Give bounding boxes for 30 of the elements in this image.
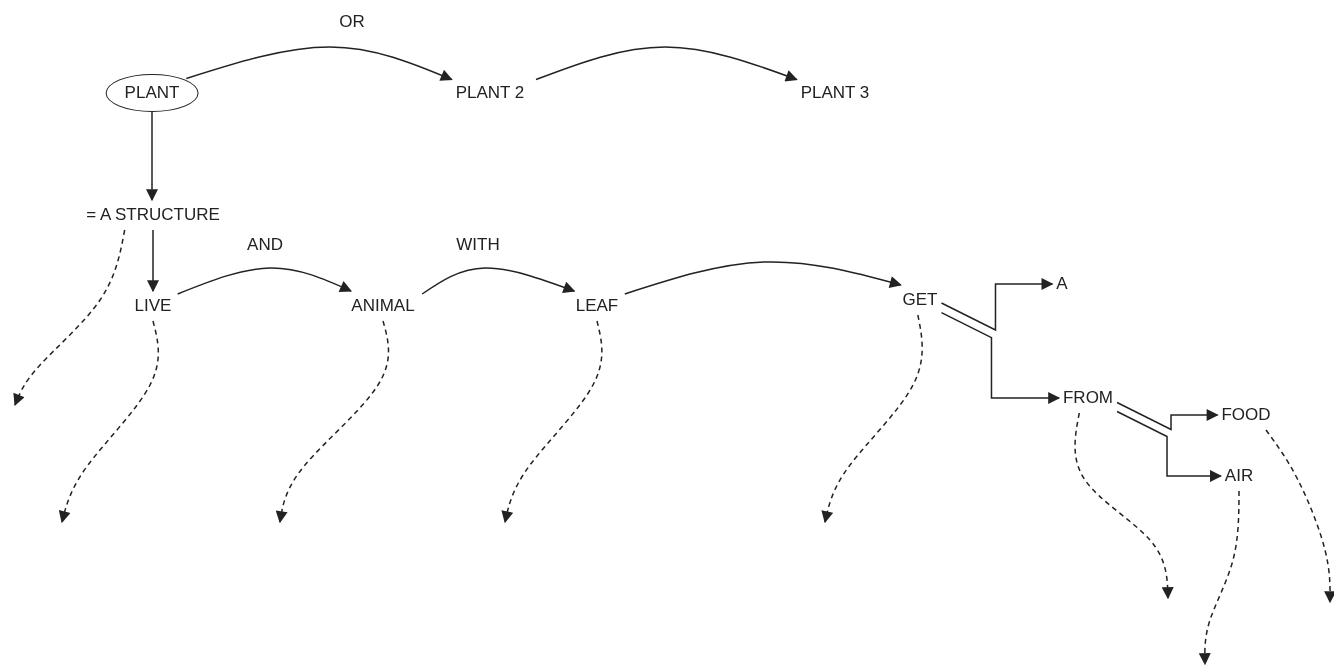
concept-text: A [1052,269,1072,299]
arrow [535,46,798,82]
concept-text: FOOD [1217,400,1275,430]
concept-text: AIR [1220,461,1258,491]
arrow [146,111,158,202]
dashed-arrow [275,320,390,524]
arrow [940,278,1054,332]
concept-text: PLANT 3 [796,78,874,108]
concept-text: = A STRUCTURE [82,200,224,230]
arrow [421,267,576,295]
arrow [624,261,902,295]
arrow [176,267,352,295]
concept-text: GET [898,285,942,315]
arrow [1116,401,1219,431]
dashed-arrow [13,229,126,407]
dashed-arrow [1074,412,1174,600]
dashed-arrow [1265,429,1334,604]
arrow [1116,410,1223,482]
arrow [940,311,1061,404]
arrow [147,229,159,293]
arrow [185,46,453,81]
dashed-arrow [821,314,923,524]
concept-text: FROM [1059,383,1117,413]
concept-text: LEAF [571,291,623,321]
concept-text: PLANT 2 [451,78,529,108]
dashed-arrow [58,320,160,524]
dashed-arrow [1198,490,1240,666]
dashed-arrow [501,320,603,524]
concept-text: LIVE [130,291,176,321]
concept-text: ANIMAL [347,291,419,321]
